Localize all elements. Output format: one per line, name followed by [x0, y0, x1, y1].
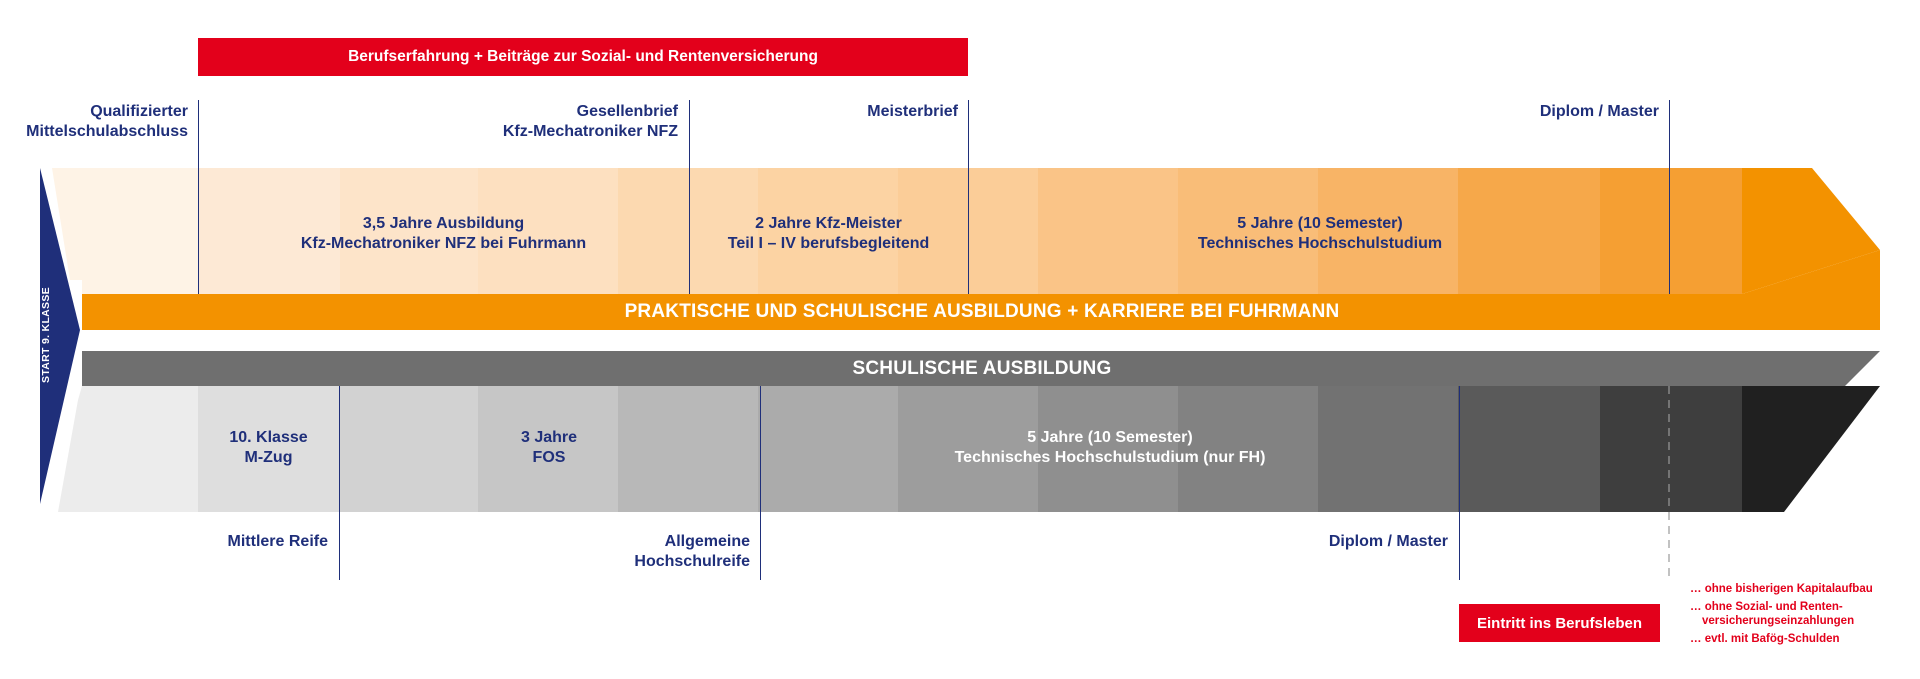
- note-3: … evtl. mit Bafög-Schulden: [1690, 632, 1915, 646]
- segment-studium-line2: Technisches Hochschulstudium: [1197, 235, 1443, 252]
- grey-band-text: SCHULISCHE AUSBILDUNG: [852, 357, 1112, 379]
- milestone-diplom-upper: Diplom / Master: [1460, 102, 1659, 122]
- upper-seg-11: [1600, 168, 1742, 294]
- upper-gradient-bands: [52, 168, 1880, 294]
- line-diplom-lower: [1459, 386, 1460, 580]
- upper-seg-10: [1458, 168, 1600, 294]
- milestone-gesellenbrief: Gesellenbrief Kfz-Mechatroniker NFZ: [460, 102, 678, 142]
- line-meisterbrief: [968, 100, 969, 294]
- line-gesellenbrief: [689, 100, 690, 294]
- lower-seg-7: [1038, 386, 1178, 512]
- start-chevron: [40, 168, 80, 504]
- note-1-line1: … ohne bisherigen Kapitalaufbau: [1690, 583, 1873, 595]
- upper-seg-5: [758, 168, 898, 294]
- segment-klasse10-line1: 10. Klasse: [229, 429, 308, 446]
- segment-studium-fh-line2: Technisches Hochschulstudium (nur FH): [954, 449, 1266, 466]
- milestone-gesellenbrief-line2: Kfz-Mechatroniker NFZ: [502, 123, 678, 140]
- segment-studium-fh: 5 Jahre (10 Semester) Technisches Hochsc…: [900, 428, 1320, 468]
- upper-seg-3: [478, 168, 618, 294]
- milestone-qualifizierter-line1: Qualifizierter: [90, 103, 188, 120]
- orange-band-text: PRAKTISCHE UND SCHULISCHE AUSBILDUNG + K…: [624, 301, 1340, 322]
- segment-ausbildung-line1: 3,5 Jahre Ausbildung: [362, 215, 525, 232]
- upper-seg-0: [52, 168, 198, 294]
- lower-seg-1: [198, 386, 340, 512]
- milestone-meisterbrief-line1: Meisterbrief: [867, 103, 958, 120]
- milestone-gesellenbrief-line1: Gesellenbrief: [576, 103, 678, 120]
- upper-seg-4: [618, 168, 758, 294]
- lower-seg-10: [1458, 386, 1600, 512]
- milestone-mittlere-reife: Mittlere Reife: [160, 532, 328, 552]
- note-1: … ohne bisherigen Kapitalaufbau: [1690, 582, 1915, 596]
- milestone-diplom-lower-line1: Diplom / Master: [1328, 533, 1448, 550]
- segment-ausbildung: 3,5 Jahre Ausbildung Kfz-Mechatroniker N…: [198, 214, 689, 254]
- milestone-mittlere-reife-line1: Mittlere Reife: [227, 533, 328, 550]
- segment-studium-fh-line1: 5 Jahre (10 Semester): [1027, 429, 1193, 446]
- line-hochschulreife: [760, 386, 761, 580]
- top-banner: Berufserfahrung + Beiträge zur Sozial- u…: [198, 38, 968, 76]
- segment-ausbildung-line2: Kfz-Mechatroniker NFZ bei Fuhrmann: [300, 235, 587, 252]
- segment-studium: 5 Jahre (10 Semester) Technisches Hochsc…: [1120, 214, 1520, 254]
- notes-list: … ohne bisherigen Kapitalaufbau … ohne S…: [1690, 582, 1915, 646]
- orange-band-shape: [82, 250, 1880, 330]
- lower-seg-9: [1318, 386, 1458, 512]
- upper-seg-2: [340, 168, 478, 294]
- grey-band: SCHULISCHE AUSBILDUNG: [82, 351, 1882, 386]
- note-3-line1: … evtl. mit Bafög-Schulden: [1690, 633, 1840, 645]
- line-mittlere-reife: [339, 386, 340, 580]
- top-banner-text: Berufserfahrung + Beiträge zur Sozial- u…: [348, 48, 818, 65]
- milestone-meisterbrief: Meisterbrief: [760, 102, 958, 122]
- segment-klasse10: 10. Klasse M-Zug: [198, 428, 339, 468]
- lower-seg-4: [618, 386, 758, 512]
- milestone-hochschulreife-line1: Allgemeine: [664, 533, 750, 550]
- segment-fos-line1: 3 Jahre: [520, 429, 578, 446]
- lower-seg-3: [478, 386, 618, 512]
- upper-arrow-head: [1742, 168, 1880, 294]
- lower-arrow-head: [1742, 386, 1880, 512]
- milestone-qualifizierter: Qualifizierter Mittelschulabschluss: [20, 102, 188, 142]
- milestone-hochschulreife: Allgemeine Hochschulreife: [560, 532, 750, 572]
- milestone-diplom-upper-line1: Diplom / Master: [1539, 103, 1659, 120]
- upper-seg-1: [198, 168, 340, 294]
- milestone-hochschulreife-line2: Hochschulreife: [634, 553, 750, 570]
- lower-seg-6: [898, 386, 1038, 512]
- segment-meister: 2 Jahre Kfz-Meister Teil I – IV berufsbe…: [689, 214, 968, 254]
- note-2-line1: … ohne Sozial- und Renten-: [1690, 601, 1843, 613]
- milestone-qualifizierter-line2: Mittelschulabschluss: [26, 123, 188, 140]
- orange-band: PRAKTISCHE UND SCHULISCHE AUSBILDUNG + K…: [82, 294, 1882, 330]
- milestone-diplom-lower: Diplom / Master: [1250, 532, 1448, 552]
- lower-seg-5: [758, 386, 898, 512]
- note-2-line2: versicherungseinzahlungen: [1702, 615, 1855, 627]
- upper-seg-8: [1178, 168, 1318, 294]
- segment-fos: 3 Jahre FOS: [480, 428, 618, 468]
- lower-seg-0: [58, 386, 198, 512]
- entry-badge: Eintritt ins Berufsleben: [1459, 604, 1660, 642]
- segment-meister-line2: Teil I – IV berufsbegleitend: [727, 235, 930, 252]
- line-diplom-upper: [1669, 100, 1670, 294]
- grey-band-shape: [82, 351, 1880, 386]
- line-qualifizierter: [198, 100, 199, 294]
- segment-fos-line2: FOS: [532, 449, 566, 466]
- note-2: … ohne Sozial- und Renten- versicherungs…: [1690, 600, 1915, 628]
- segment-klasse10-line2: M-Zug: [244, 449, 293, 466]
- entry-badge-text: Eintritt ins Berufsleben: [1476, 614, 1643, 632]
- segment-studium-line1: 5 Jahre (10 Semester): [1237, 215, 1403, 232]
- upper-seg-7: [1038, 168, 1178, 294]
- segment-meister-line1: 2 Jahre Kfz-Meister: [755, 215, 902, 232]
- start-label-text: START 9. KLASSE: [40, 287, 52, 383]
- start-label: START 9. KLASSE: [38, 275, 54, 395]
- lower-gradient-bands: [58, 386, 1880, 512]
- lower-seg-11: [1600, 386, 1742, 512]
- lower-seg-2: [340, 386, 478, 512]
- lower-seg-8: [1178, 386, 1318, 512]
- upper-seg-9: [1318, 168, 1458, 294]
